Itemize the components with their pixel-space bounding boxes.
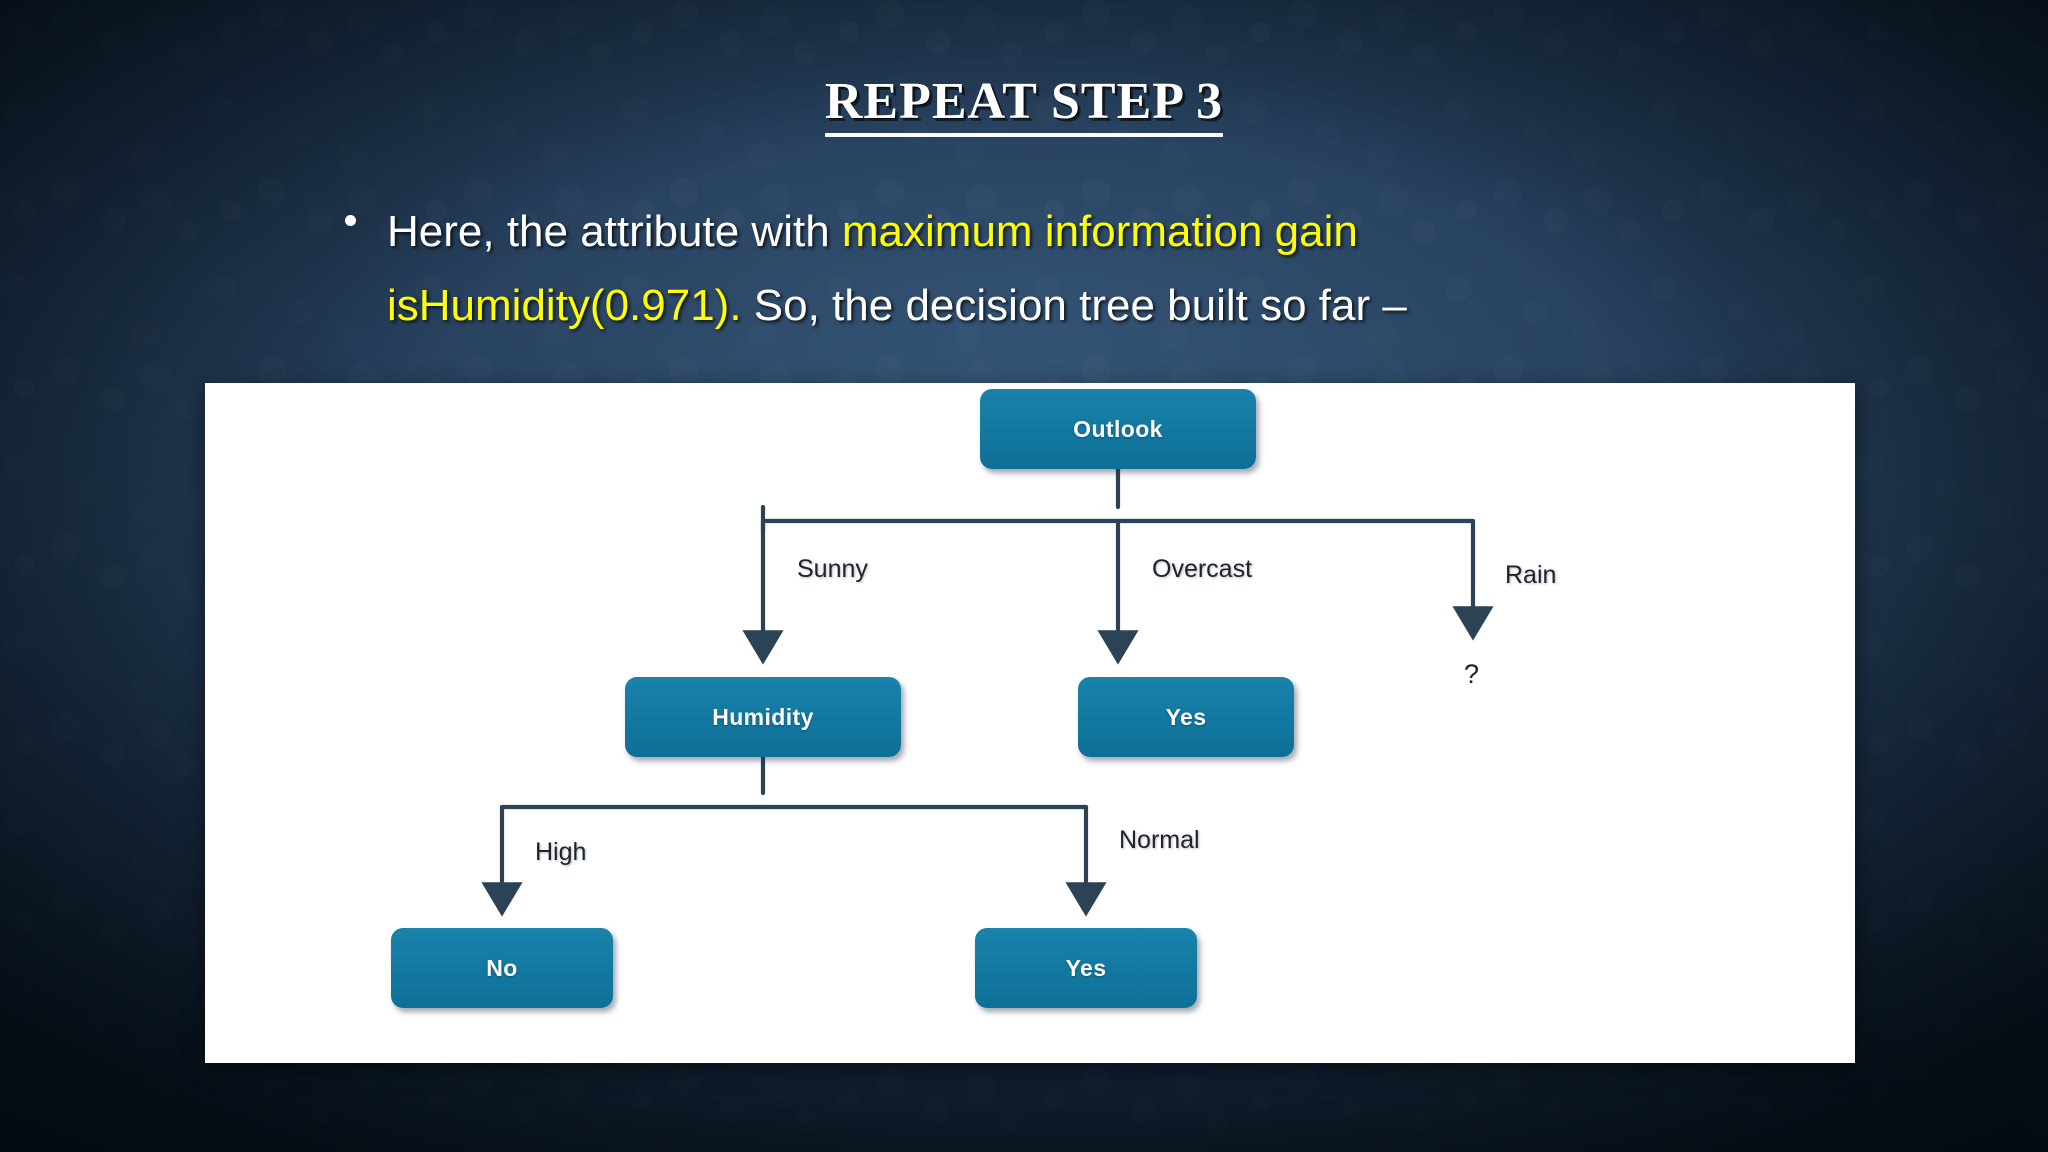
tree-node-humidity-label: Humidity bbox=[712, 703, 814, 730]
page-title: REPEAT STEP 3 bbox=[0, 72, 2048, 137]
tree-node-no-high-label: No bbox=[486, 954, 518, 981]
tree-node-outlook-label: Outlook bbox=[1073, 415, 1163, 442]
bullet-line2-plain: So, the decision tree built so far – bbox=[741, 281, 1407, 330]
tree-node-yes-normal-label: Yes bbox=[1065, 954, 1107, 981]
tree-node-yes-overcast[interactable]: Yes bbox=[1078, 677, 1294, 757]
edge-label-sunny: Sunny bbox=[797, 555, 868, 583]
page-title-text: REPEAT STEP 3 bbox=[824, 72, 1224, 137]
decision-tree-connectors bbox=[481, 466, 1494, 917]
tree-node-yes-normal[interactable]: Yes bbox=[975, 928, 1197, 1008]
bullet-text: Here, the attribute with maximum informa… bbox=[345, 195, 1645, 343]
edge-label-rain: Rain bbox=[1505, 561, 1557, 589]
edge-label-overcast: Overcast bbox=[1152, 555, 1253, 583]
tree-node-outlook[interactable]: Outlook bbox=[980, 389, 1256, 469]
bullet-line1-highlight: maximum information gain is bbox=[387, 207, 1358, 330]
tree-node-humidity[interactable]: Humidity bbox=[625, 677, 901, 757]
bullet-paragraph: Here, the attribute with maximum informa… bbox=[345, 195, 1645, 343]
tree-node-yes-overcast-label: Yes bbox=[1165, 703, 1207, 730]
bullet-dot-icon bbox=[345, 215, 356, 226]
unresolved-branch-marker: ? bbox=[1464, 659, 1480, 689]
tree-node-no-high[interactable]: No bbox=[391, 928, 613, 1008]
edge-label-high: High bbox=[535, 838, 587, 866]
bullet-line1-plain: Here, the attribute with bbox=[387, 207, 842, 256]
decision-tree-panel: Outlook Humidity Yes No Yes Sunny Overca… bbox=[205, 383, 1855, 1063]
bullet-line2-highlight: Humidity(0.971). bbox=[418, 281, 742, 330]
edge-label-normal: Normal bbox=[1119, 826, 1200, 854]
